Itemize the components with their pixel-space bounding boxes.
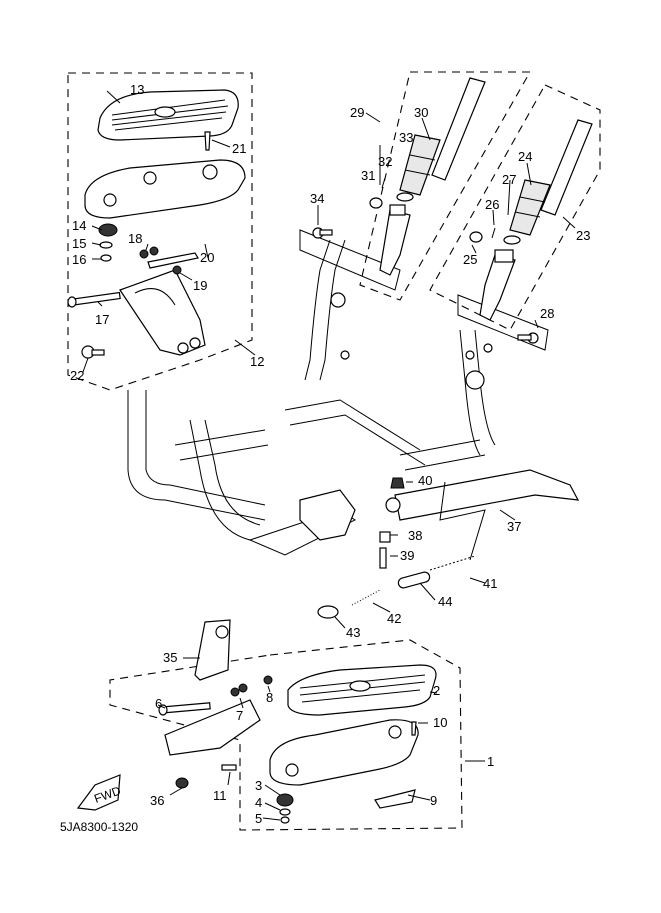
part-label-4[interactable]: 4 [255, 795, 262, 810]
part-label-15[interactable]: 15 [72, 236, 86, 251]
bolt-28 [517, 332, 539, 344]
part-label-13[interactable]: 13 [130, 82, 144, 97]
part-label-21[interactable]: 21 [232, 141, 246, 156]
part-label-12[interactable]: 12 [250, 354, 264, 369]
bolt-34 [312, 227, 333, 239]
part-label-24[interactable]: 24 [518, 149, 532, 164]
footboard-rubber-bottom [287, 664, 437, 716]
footboard-base-top-left [84, 159, 246, 219]
part-label-33[interactable]: 33 [399, 130, 413, 145]
side-stand [317, 469, 580, 619]
part-label-29[interactable]: 29 [350, 105, 364, 120]
diagram-code: 5JA8300-1320 [60, 820, 138, 834]
fwd-arrow-icon: FWD [76, 774, 123, 811]
part-label-3[interactable]: 3 [255, 778, 262, 793]
small-parts-top-left [98, 131, 211, 275]
part-label-38[interactable]: 38 [408, 528, 422, 543]
part-label-36[interactable]: 36 [150, 793, 164, 808]
part-label-31[interactable]: 31 [361, 168, 375, 183]
part-label-32[interactable]: 32 [378, 154, 392, 169]
part-label-1[interactable]: 1 [487, 754, 494, 769]
group-box-29 [359, 71, 531, 301]
part-label-42[interactable]: 42 [387, 611, 401, 626]
part-label-23[interactable]: 23 [576, 228, 590, 243]
part-label-25[interactable]: 25 [463, 252, 477, 267]
part-label-14[interactable]: 14 [72, 218, 86, 233]
part-label-44[interactable]: 44 [438, 594, 452, 609]
part-label-26[interactable]: 26 [485, 197, 499, 212]
part-label-17[interactable]: 17 [95, 312, 109, 327]
part-label-18[interactable]: 18 [128, 231, 142, 246]
footpeg-arm-23 [469, 227, 521, 321]
bolt-22 [81, 345, 105, 359]
part-label-11[interactable]: 11 [213, 788, 227, 803]
leader-lines [82, 90, 576, 821]
part-label-9[interactable]: 9 [430, 793, 437, 808]
footboard-base-bottom [269, 719, 419, 824]
frame [127, 229, 549, 556]
footboard-bracket-top-left [119, 269, 206, 356]
bracket-35 [194, 619, 231, 681]
part-label-40[interactable]: 40 [418, 473, 432, 488]
part-label-39[interactable]: 39 [400, 548, 414, 563]
part-label-8[interactable]: 8 [266, 690, 273, 705]
part-label-34[interactable]: 34 [310, 191, 324, 206]
part-label-35[interactable]: 35 [163, 650, 177, 665]
part-label-22[interactable]: 22 [70, 368, 84, 383]
group-box-1 [109, 639, 463, 831]
part-label-7[interactable]: 7 [236, 708, 243, 723]
part-label-43[interactable]: 43 [346, 625, 360, 640]
part-label-10[interactable]: 10 [433, 715, 447, 730]
part-label-6[interactable]: 6 [155, 696, 162, 711]
part-label-16[interactable]: 16 [72, 252, 86, 267]
part-label-19[interactable]: 19 [193, 278, 207, 293]
footboard-rubber-top-left [97, 89, 239, 141]
part-label-5[interactable]: 5 [255, 811, 262, 826]
part-label-2[interactable]: 2 [433, 683, 440, 698]
footboard-bracket-bottom-left [158, 675, 273, 789]
group-box-23 [429, 84, 601, 331]
part-label-27[interactable]: 27 [502, 172, 516, 187]
part-label-41[interactable]: 41 [483, 576, 497, 591]
bolt-17 [67, 291, 121, 308]
grip-30 [399, 77, 486, 196]
part-label-28[interactable]: 28 [540, 306, 554, 321]
part-label-20[interactable]: 20 [200, 250, 214, 265]
group-box-12 [67, 72, 253, 391]
part-label-37[interactable]: 37 [507, 519, 521, 534]
grip-24 [509, 119, 593, 236]
part-label-30[interactable]: 30 [414, 105, 428, 120]
footpeg-arm-29 [369, 177, 414, 276]
